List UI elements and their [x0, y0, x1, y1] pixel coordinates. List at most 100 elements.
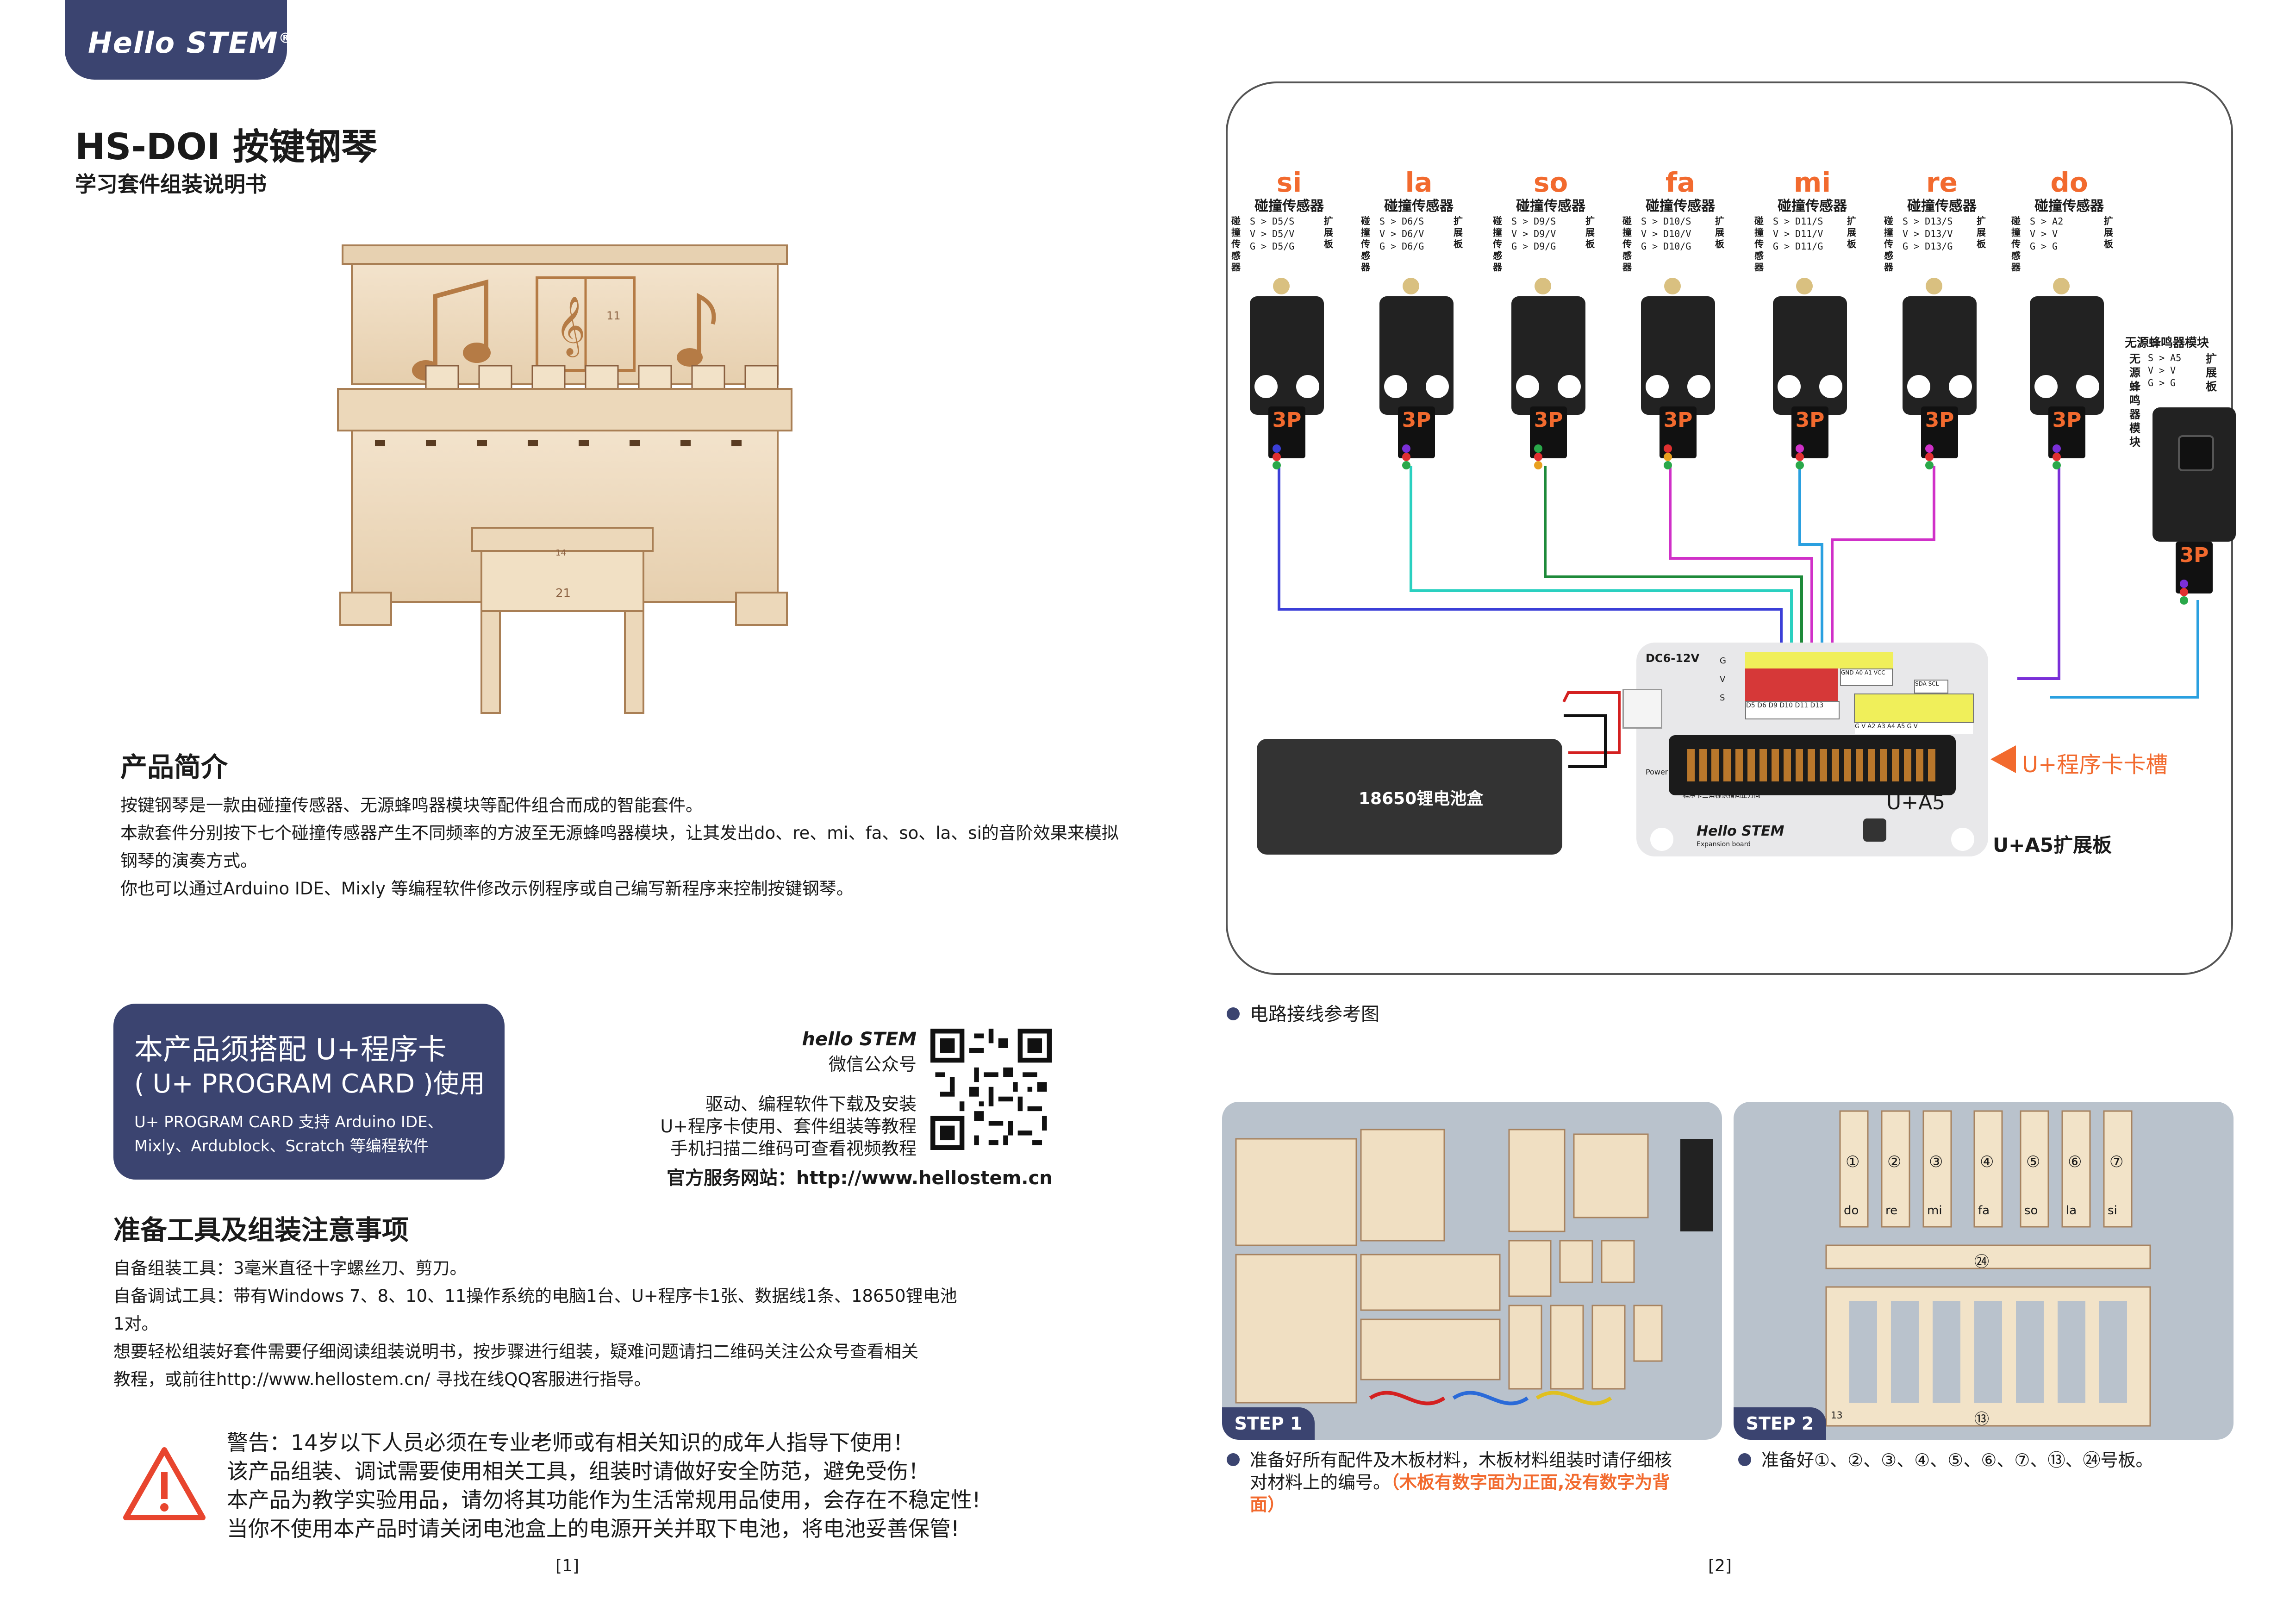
connector-3p: 3P	[1791, 406, 1828, 469]
wire-color-dot	[2053, 444, 2061, 453]
board-vertical-label: 扩展板	[1715, 215, 1724, 250]
sensor-title: 碰撞传感器	[2034, 198, 2104, 214]
collision-sensor-module	[1641, 278, 1715, 415]
buzzer-pin-s: S > A5	[2148, 352, 2182, 363]
pin-s: S > D9/S	[1511, 216, 1556, 227]
step2-badge: STEP 2	[1734, 1407, 1826, 1440]
board-name: U+A5	[1886, 791, 1946, 814]
wire-color-dot	[1273, 444, 1281, 453]
qr-code-icon[interactable]	[930, 1029, 1052, 1150]
collision-sensor-module	[1379, 278, 1454, 415]
wiring-lines	[1278, 466, 2199, 768]
wire-color-dot	[1273, 461, 1281, 469]
connector-label: 3P	[1402, 408, 1431, 432]
wire-color-dot	[1925, 453, 1934, 461]
page-title: HS-DOI 按键钢琴	[75, 126, 378, 168]
program-card-slot[interactable]	[1669, 735, 1956, 795]
collision-sensor-module	[1773, 278, 1847, 415]
mount-hole	[2076, 375, 2099, 398]
mount-hole	[1558, 375, 1581, 398]
official-website[interactable]: 官方服务网站：http://www.hellostem.cn	[667, 1168, 1053, 1189]
reset-button[interactable]	[1863, 818, 1886, 842]
pin-s: S > D11/S	[1773, 216, 1823, 227]
row-label-s: S	[1720, 693, 1725, 703]
pin-label-a0: A0	[1855, 669, 1863, 676]
mount-hole	[1646, 375, 1669, 398]
step1-caption: 准备好所有配件及木板材料，木板材料组装时请仔细核 对材料上的编号。（木板有数字面…	[1227, 1449, 1727, 1516]
pin-g: G > D13/G	[1903, 241, 1953, 252]
diagram-caption: 电路接线参考图	[1227, 999, 1379, 1026]
prep-heading: 准备工具及组装注意事项	[113, 1214, 409, 1246]
slot-arrow-icon	[1990, 745, 2016, 773]
board-number-11: 11	[606, 309, 621, 322]
part-13-small-label: 13	[1831, 1410, 1843, 1421]
board-number-21: 21	[555, 587, 571, 600]
page-number-right: [2]	[1708, 1556, 1732, 1575]
prep-paragraph: 自备组装工具：3毫米直径十字螺丝刀、剪刀。 自备调试工具：带有Windows 7…	[113, 1255, 1039, 1393]
pin-v: V > D9/V	[1511, 228, 1556, 239]
mount-hole	[1426, 375, 1449, 398]
prep-line-2a: 自备调试工具：带有Windows 7、8、10、11操作系统的电脑1台、U+程序…	[113, 1286, 957, 1306]
switch-lever-icon	[2053, 278, 2070, 294]
wire-color-dot	[1664, 461, 1672, 469]
sensor-vertical-label: 碰撞传感器	[1361, 215, 1370, 273]
intro-paragraph: 按键钢琴是一款由碰撞传感器、无源蜂鸣器模块等配件组合而成的智能套件。 本款套件分…	[120, 792, 1120, 903]
board-subtitle: Expansion board	[1697, 841, 1751, 848]
wire-color-dot	[1664, 453, 1672, 461]
program-card-notice: 本产品须搭配 U+程序卡 ( U+ PROGRAM CARD )使用 U+ PR…	[113, 1004, 505, 1180]
connector-label: 3P	[1663, 408, 1693, 432]
connector-3p: 3P	[1921, 406, 1958, 469]
sensor-title: 碰撞传感器	[1646, 198, 1715, 214]
switch-lever-icon	[1535, 278, 1551, 294]
connector-3p: 3P	[1660, 406, 1697, 469]
connector-label: 3P	[1534, 408, 1563, 432]
pin-label-d13: D13	[1810, 702, 1824, 709]
note-label: re	[1926, 167, 1958, 198]
card-direction-hint: 程序卡三角标识指向正方向	[1683, 792, 1760, 800]
bullet-icon	[1227, 1007, 1240, 1020]
step1-parts-photo	[1235, 1129, 1713, 1405]
card-notice-line-2: ( U+ PROGRAM CARD )使用	[134, 1069, 485, 1099]
step2-parts-photo	[1825, 1110, 2151, 1427]
key-note-label: mi	[1927, 1204, 1942, 1218]
pin-g: G > D9/G	[1511, 241, 1556, 252]
key-number-label: ①	[1846, 1153, 1860, 1171]
pin-label-d6: D6	[1757, 702, 1766, 709]
mount-hole	[1949, 375, 1972, 398]
warning-line-4: 当你不使用本产品时请关闭电池盒上的电源开关并取下电池，将电池妥善保管!	[227, 1516, 960, 1541]
wire-color-dot	[2053, 461, 2061, 469]
note-label: fa	[1665, 167, 1696, 198]
key-number-label: ③	[1929, 1153, 1943, 1171]
step2-caption-text: 准备好①、②、③、④、⑤、⑥、⑦、⑬、㉔号板。	[1761, 1450, 2153, 1470]
switch-lever-icon	[1796, 278, 1813, 294]
wechat-info: hello STEM 微信公众号 驱动、编程软件下载及安装 U+程序卡使用、套件…	[639, 1029, 917, 1160]
svg-text:𝄞: 𝄞	[555, 295, 586, 357]
mount-hole	[1650, 828, 1673, 851]
sensor-title: 碰撞传感器	[1516, 198, 1585, 214]
switch-lever-icon	[1664, 278, 1681, 294]
pin-label-a1: A1	[1865, 669, 1872, 676]
buzzer-icon	[2178, 435, 2214, 471]
pin-g: G > D5/G	[1250, 241, 1295, 252]
board-callout: U+A5扩展板	[1993, 834, 2112, 856]
step1-caption-highlight: （木板有数字面为正面,没有数字为背	[1391, 1472, 1670, 1493]
prep-line-1: 自备组装工具：3毫米直径十字螺丝刀、剪刀。	[113, 1258, 467, 1278]
warning-text: 警告：14岁以下人员必须在专业老师或有相关知识的成年人指导下使用！ 该产品组装、…	[227, 1428, 1106, 1543]
wire-color-dot	[2053, 453, 2061, 461]
note-label: so	[1533, 167, 1568, 198]
connector-3p: 3P	[1268, 406, 1305, 469]
collision-sensor-module	[2030, 278, 2104, 415]
wire-color-dot	[1273, 453, 1281, 461]
pin-s: S > D13/S	[1903, 216, 1953, 227]
buzzer-connector: 3P	[2176, 542, 2213, 605]
brand-logo-tab: Hello STEM®	[65, 0, 293, 80]
pin-label-vcc: VCC	[1873, 669, 1885, 676]
collision-sensor-module	[1511, 278, 1585, 415]
mount-hole	[1907, 375, 1930, 398]
pin-g: G > D6/G	[1379, 241, 1424, 252]
pin-s: S > D5/S	[1250, 216, 1295, 227]
sensor-title: 碰撞传感器	[1907, 198, 1977, 214]
connector-label: 3P	[1925, 408, 1954, 432]
pin-label-a5: A5	[1897, 723, 1905, 730]
